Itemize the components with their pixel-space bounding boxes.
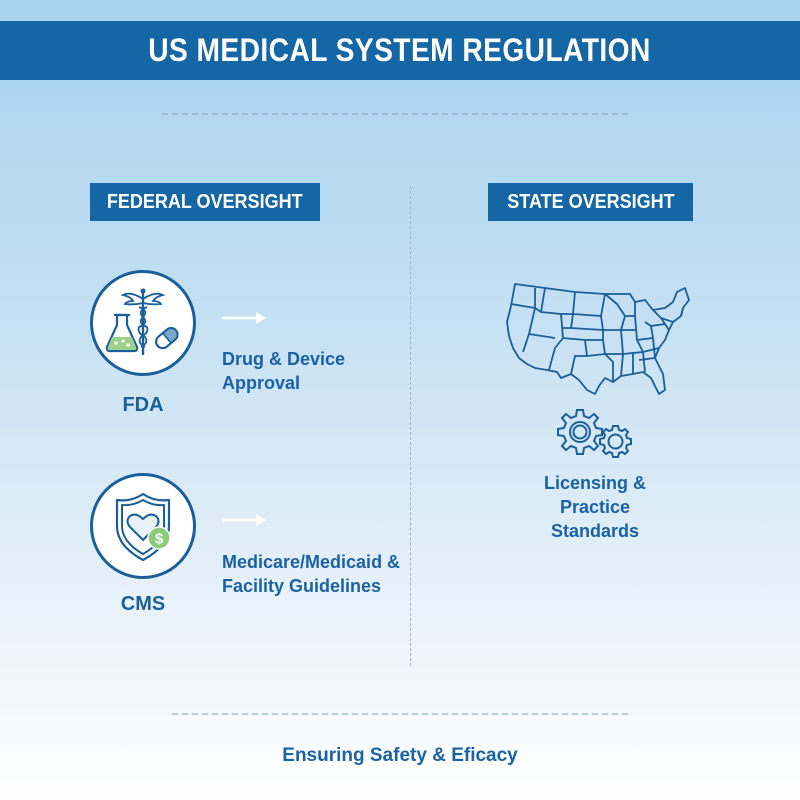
state-description-line1: Licensing & xyxy=(543,473,646,493)
fda-icon-circle xyxy=(90,270,196,376)
arrow-right-icon xyxy=(222,514,266,526)
page-title: US MEDICAL SYSTEM REGULATION xyxy=(148,32,652,68)
state-description-line2: Practice xyxy=(559,497,631,517)
arrow-right-icon xyxy=(222,312,266,324)
state-oversight-label: STATE OVERSIGHT xyxy=(488,183,693,221)
gears-icon xyxy=(557,409,632,458)
fda-description-line2: Approval xyxy=(222,373,301,393)
cms-icon-circle: $ xyxy=(90,473,196,579)
cms-label: CMS xyxy=(120,593,166,615)
top-divider xyxy=(162,113,628,115)
cms-description-line2: Facility Guidelines xyxy=(222,576,382,596)
cms-description: Medicare/Medicaid & Facility Guidelines xyxy=(222,550,400,598)
title-banner: US MEDICAL SYSTEM REGULATION xyxy=(0,21,800,80)
caduceus-flask-pill-icon xyxy=(105,288,179,355)
us-states-map-icon xyxy=(506,283,690,395)
state-description: Licensing & Practice Standards xyxy=(520,471,670,543)
federal-oversight-label: FEDERAL OVERSIGHT xyxy=(90,183,320,221)
fda-label: FDA xyxy=(122,394,164,416)
fda-description: Drug & Device Approval xyxy=(222,347,345,395)
column-divider xyxy=(410,186,411,666)
fda-description-line1: Drug & Device xyxy=(222,349,346,369)
bottom-divider xyxy=(172,713,628,715)
footer-tagline: Ensuring Safety & Eficacy xyxy=(282,745,518,766)
state-oversight-text: STATE OVERSIGHT xyxy=(506,190,675,213)
svg-text:$: $ xyxy=(155,531,164,548)
cms-description-line1: Medicare/Medicaid & xyxy=(222,552,401,572)
shield-heart-dollar-icon: $ xyxy=(115,492,171,562)
federal-oversight-text: FEDERAL OVERSIGHT xyxy=(107,190,303,213)
state-description-line3: Standards xyxy=(550,521,640,541)
